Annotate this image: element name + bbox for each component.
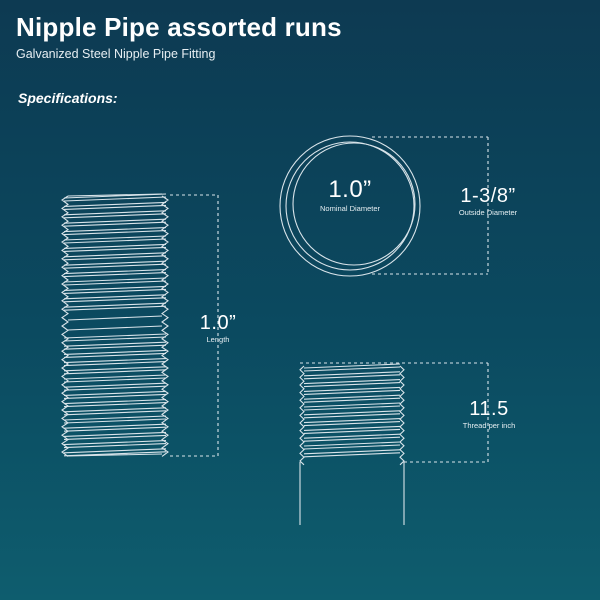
thread-value: 11.5 xyxy=(469,398,509,420)
length-dimension-line xyxy=(170,194,219,457)
length-spec: 1.0” Length xyxy=(190,312,246,344)
page-subtitle: Galvanized Steel Nipple Pipe Fitting xyxy=(16,47,216,61)
nipple-pipe-side-view xyxy=(61,193,169,457)
thread-detail-view xyxy=(299,363,405,525)
thread-dimension-line xyxy=(300,362,489,463)
nominal-diameter-caption: Nominal Diameter xyxy=(319,204,381,213)
outside-diameter-dimension-line xyxy=(372,136,489,275)
nominal-diameter-spec: 1.0” Nominal Diameter xyxy=(305,176,395,213)
thread-caption: Thread per inch xyxy=(462,421,516,430)
outside-diameter-value: 1-3/8” xyxy=(460,185,516,207)
pipe-cross-section xyxy=(279,135,421,277)
specifications-heading: Specifications: xyxy=(18,90,118,106)
length-value: 1.0” xyxy=(199,312,237,334)
nominal-diameter-value: 1.0” xyxy=(328,176,372,203)
length-caption: Length xyxy=(206,335,230,344)
thread-spec: 11.5 Thread per inch xyxy=(454,398,524,430)
page-title: Nipple Pipe assorted runs xyxy=(16,12,342,42)
outside-diameter-caption: Outside Diameter xyxy=(458,208,518,217)
outside-diameter-spec: 1-3/8” Outside Diameter xyxy=(448,185,528,217)
